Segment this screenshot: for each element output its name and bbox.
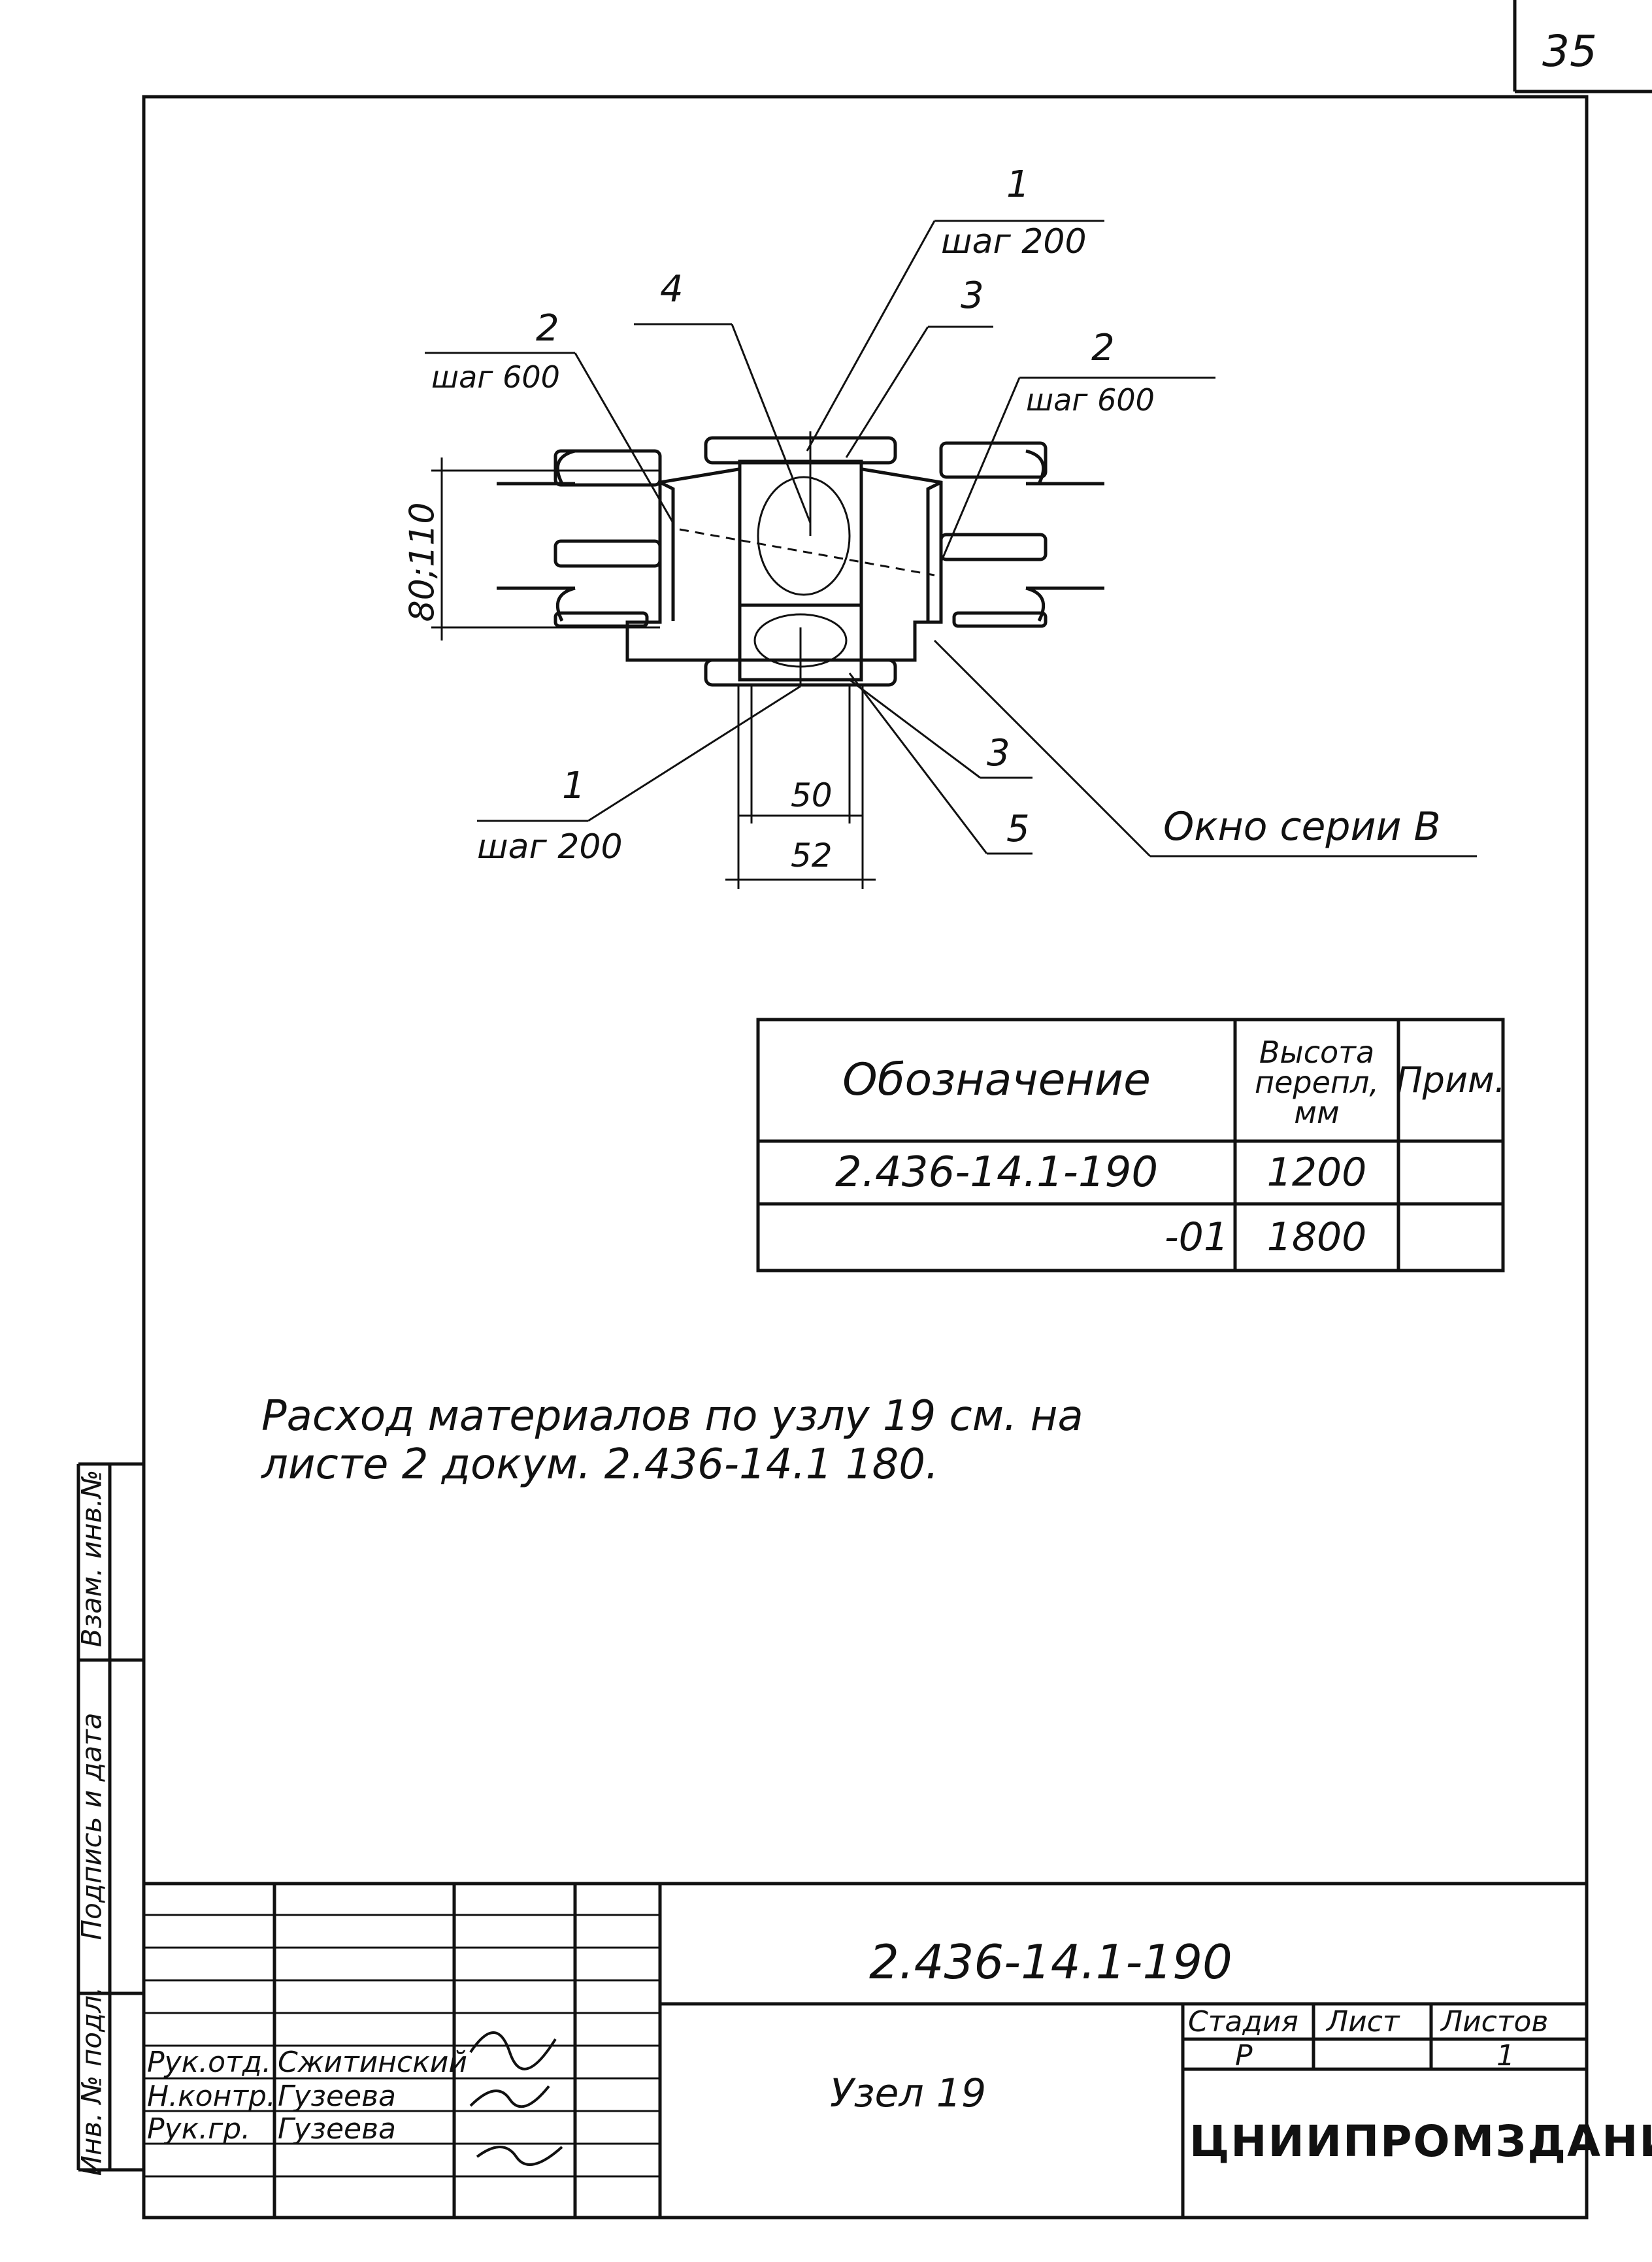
materials-note: Расход материалов по узлу 19 см. на лист…	[261, 1392, 1083, 1489]
document-code: 2.436-14.1-190	[869, 1935, 1232, 1989]
name-3: Гузеева	[278, 2112, 396, 2146]
sheet-number: 35	[1542, 26, 1597, 76]
callout-1-top-pitch: шаг 200	[941, 222, 1087, 261]
dim-height: 80;110	[403, 502, 442, 622]
dim-outer: 52	[791, 837, 833, 874]
callout-1-bottom-pitch: шаг 200	[477, 827, 623, 867]
name-1: Сжитинский	[278, 2046, 467, 2079]
callout-2-left-pitch: шаг 600	[431, 359, 560, 395]
header-note: Прим.	[1396, 1059, 1506, 1101]
role-1: Рук.отд.	[147, 2046, 272, 2079]
dim-inner: 50	[791, 776, 833, 814]
sheet-header: Лист	[1327, 2005, 1400, 2038]
callout-1-bottom: 1	[562, 765, 586, 807]
sheets-header: Листов	[1441, 2005, 1549, 2038]
row-2-height: 1800	[1266, 1214, 1367, 1260]
callout-3-top: 3	[961, 274, 984, 317]
stamp-sign-date: Подпись и дата	[75, 1712, 108, 1940]
header-designation: Обозначение	[842, 1054, 1151, 1106]
stage-value: Р	[1235, 2039, 1253, 2072]
stamp-inv-original: Инв. № подл.	[75, 1986, 108, 2176]
organization: ЦНИИПРОМЗДАНИЙ	[1189, 2116, 1652, 2167]
row-1-height: 1200	[1266, 1150, 1367, 1195]
role-3: Рук.гр.	[147, 2112, 251, 2146]
callout-2-right: 2	[1091, 327, 1115, 369]
callout-4: 4	[660, 268, 684, 310]
node-title: Узел 19	[830, 2071, 987, 2116]
spec-table: Обозначение Высота перепл, мм Прим. 2.43…	[758, 1020, 1506, 1271]
spec-table-grid	[756, 1018, 1505, 1272]
header-height: Высота перепл, мм	[1255, 1035, 1379, 1130]
callout-2-right-pitch: шаг 600	[1026, 382, 1155, 418]
role-2: Н.контр.	[147, 2080, 276, 2113]
callout-3-bottom: 3	[987, 732, 1010, 774]
callout-2-left: 2	[536, 307, 559, 350]
callout-1-top: 1	[1006, 163, 1030, 206]
row-1-designation: 2.436-14.1-190	[834, 1148, 1159, 1197]
row-2-designation: -01	[1165, 1214, 1229, 1260]
name-2: Гузеева	[278, 2080, 396, 2113]
stamp-inv-replaced: Взам. инв.№	[75, 1469, 108, 1648]
callout-5: 5	[1006, 808, 1030, 850]
construction-node	[425, 220, 1477, 889]
title-block-grid	[144, 1882, 1587, 2218]
stage-header: Стадия	[1188, 2005, 1298, 2038]
sheets-value: 1	[1496, 2039, 1515, 2072]
window-series-label: Окно серии В	[1163, 804, 1441, 850]
